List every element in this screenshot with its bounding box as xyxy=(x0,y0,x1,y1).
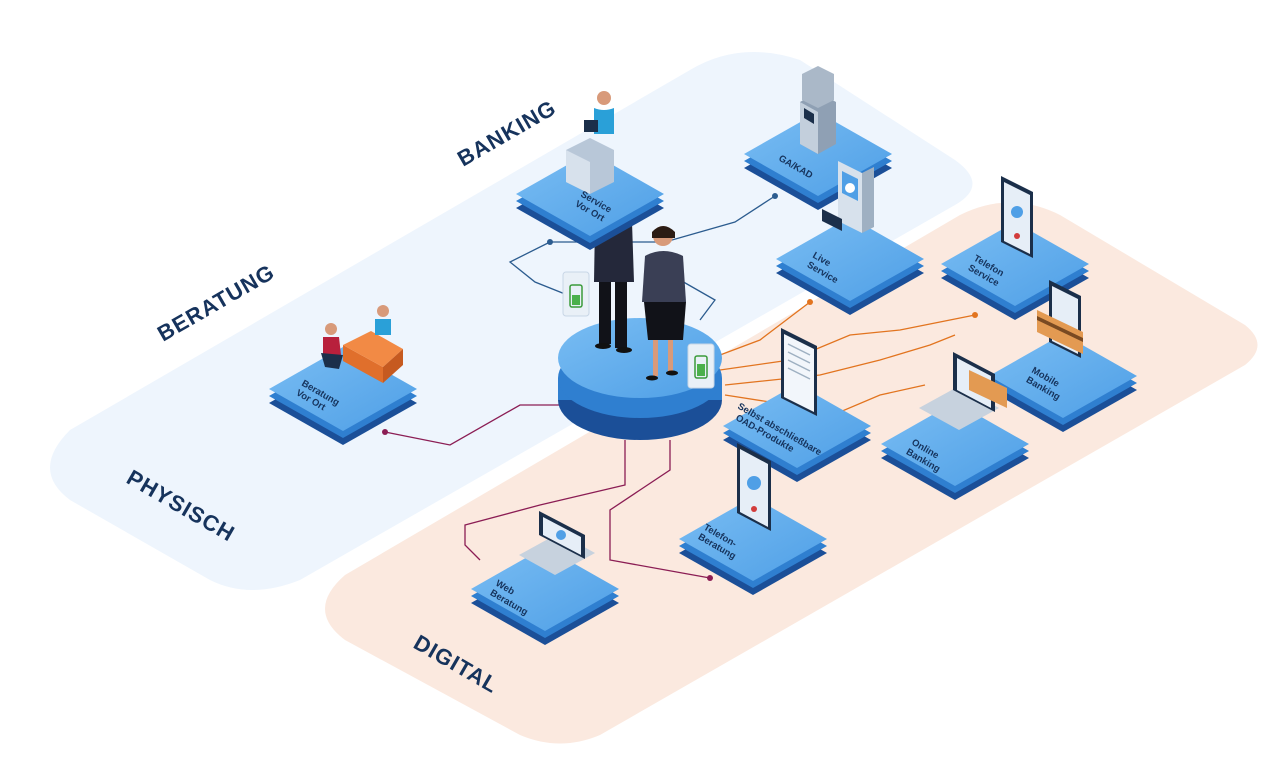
video-terminal-icon xyxy=(822,161,874,233)
battery-card-right xyxy=(687,343,715,389)
smartphone-call-icon xyxy=(1001,176,1033,258)
node-web-beratung: Web Beratung xyxy=(471,511,619,645)
node-mobile-banking: Mobile Banking xyxy=(989,280,1137,432)
physical-zone-area xyxy=(50,52,973,590)
node-live-service: Live Service xyxy=(776,161,924,315)
battery-card-left xyxy=(562,271,590,317)
service-counter-icon xyxy=(566,91,614,194)
mobile-card-icon xyxy=(1037,280,1083,358)
laptop-card-icon xyxy=(919,352,1007,430)
smartphone-advisor-icon xyxy=(737,443,771,531)
node-beratung-vor-ort: Beratung Vor Ort xyxy=(269,305,417,445)
woman-figure xyxy=(642,226,686,381)
laptop-video-icon xyxy=(519,511,595,575)
node-telefon-beratung: Telefon- Beratung xyxy=(679,443,827,595)
advisory-desk-icon xyxy=(321,305,403,383)
node-online-banking: Online Banking xyxy=(881,352,1029,500)
tablet-document-icon xyxy=(781,328,817,416)
beratung-connections xyxy=(384,404,711,579)
central-hub xyxy=(558,191,722,440)
channel-nodes: Service Vor Ort GA/KAD xyxy=(269,66,1137,645)
node-service-vor-ort: Service Vor Ort xyxy=(516,91,664,250)
atm-icon xyxy=(800,66,836,154)
connection-junctions xyxy=(382,193,978,581)
